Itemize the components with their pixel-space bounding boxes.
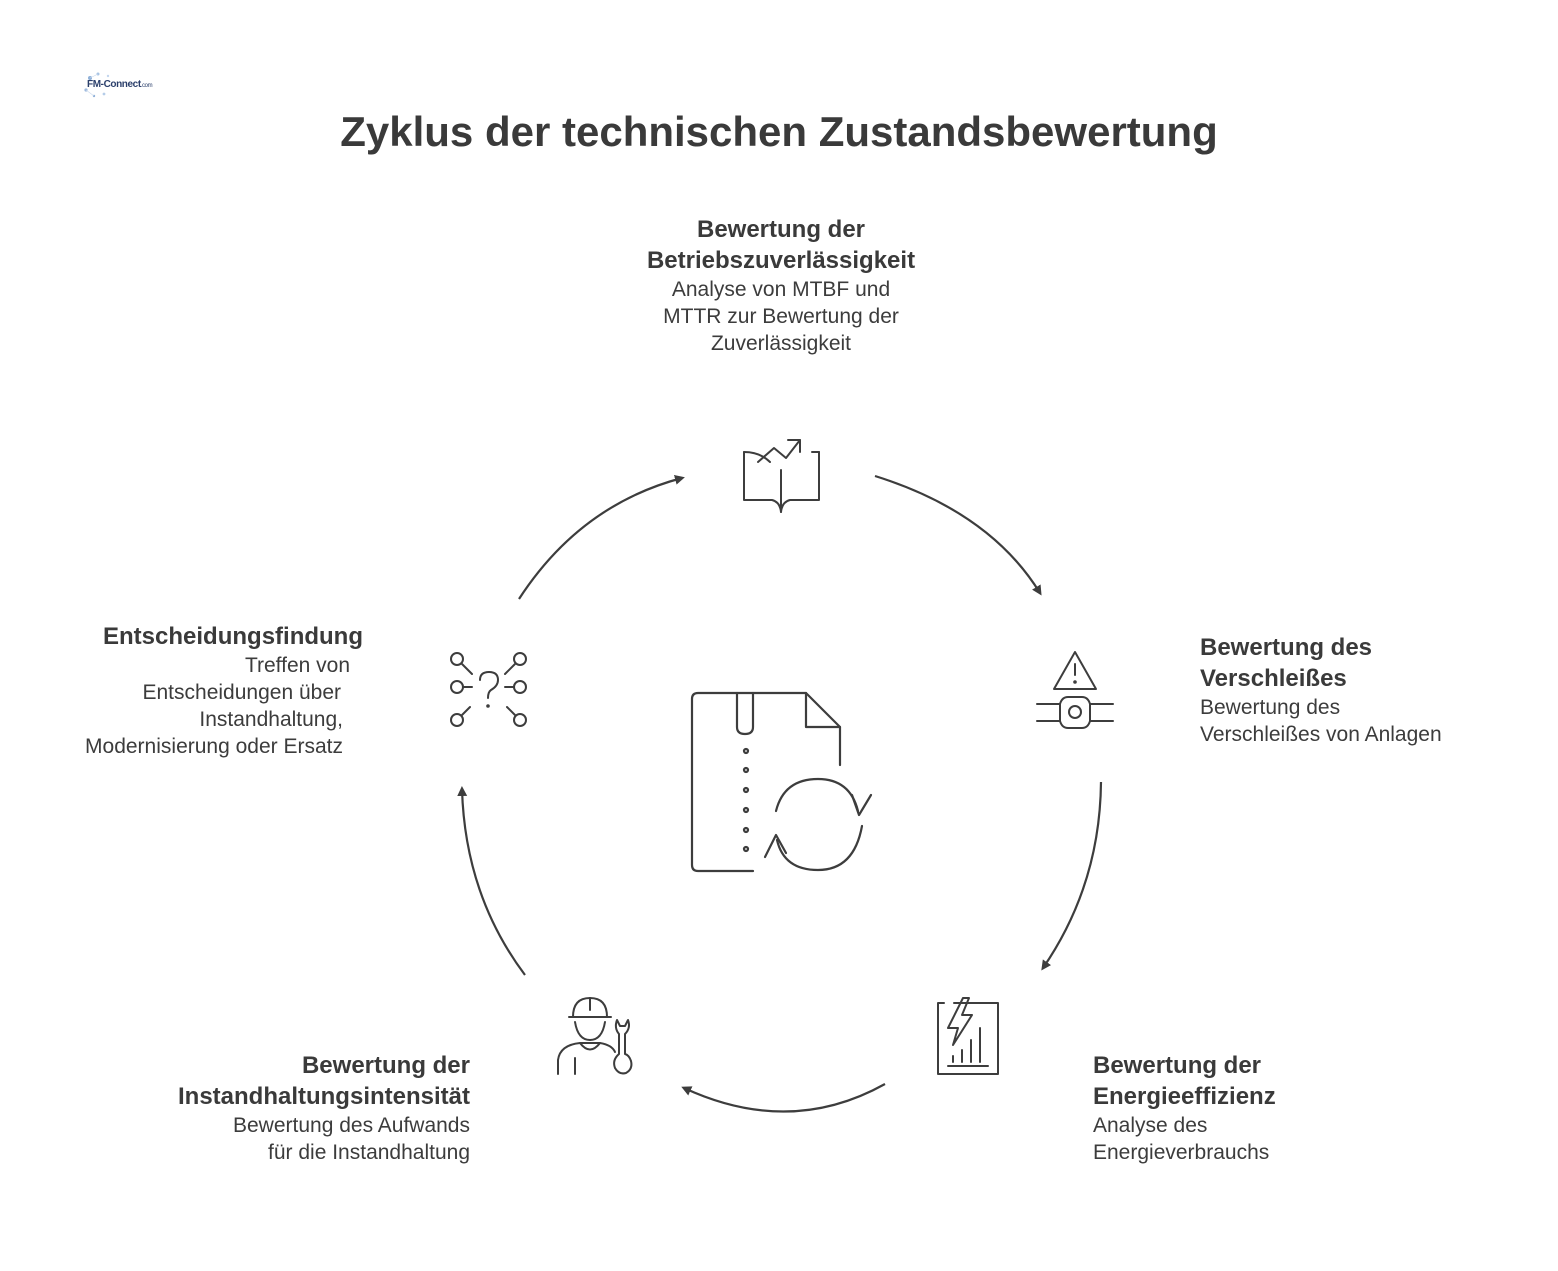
step-heading: Bewertung des (1200, 634, 1373, 661)
step-description: Zuverlässigkeit (710, 332, 852, 355)
energy-report-icon (937, 997, 999, 1075)
step-decision: Entscheidungsfindung Treffen von Entsche… (40, 621, 363, 760)
step-reliability: Bewertung der Betriebszuverlässigkeit An… (600, 214, 962, 357)
step-description: Analyse des (1093, 1114, 1208, 1137)
logo-graphic (84, 72, 110, 98)
step-description: Instandhaltung, (199, 708, 343, 731)
step-maintenance-intensity: Bewertung der Instandhaltungsintensität … (130, 1050, 470, 1166)
step-wear: Bewertung des Verschleißes Bewertung des… (1200, 632, 1520, 748)
step-description: Verschleißes von Anlagen (1200, 723, 1442, 746)
step-description: Bewertung des (1200, 696, 1341, 719)
warning-valve-icon (1036, 651, 1114, 729)
step-heading: Betriebszuverlässigkeit (646, 247, 916, 274)
step-heading: Bewertung der (301, 1052, 470, 1079)
step-description: Entscheidungen über (142, 681, 342, 704)
step-description: für die Instandhaltung (268, 1141, 470, 1164)
book-trend-icon (743, 439, 820, 513)
document-cycle-icon (690, 691, 873, 873)
step-description: Treffen von (244, 654, 350, 677)
step-description: MTTR zur Bewertung der (663, 305, 899, 328)
fm-connect-logo: FM-Connect.com (78, 68, 153, 102)
arrow-left-to-top (518, 474, 685, 600)
arrow-top-to-right (874, 474, 1042, 596)
arrow-bottom-right-to-bottom-left (681, 1083, 886, 1113)
step-heading: Verschleißes (1200, 665, 1347, 692)
worker-wrench-icon (557, 997, 633, 1075)
step-heading: Bewertung der (1093, 1052, 1262, 1079)
logo-text: FM-Connect.com (87, 79, 153, 90)
step-heading: Energieeffizienz (1093, 1083, 1276, 1110)
step-description: Bewertung des Aufwands (233, 1114, 470, 1137)
step-heading: Instandhaltungsintensität (177, 1083, 470, 1110)
arrow-right-to-bottom-right (1041, 781, 1103, 971)
step-energy: Bewertung der Energieeffizienz Analyse d… (1093, 1050, 1393, 1166)
page-title: Zyklus der technischen Zustandsbewertung (340, 108, 1218, 155)
step-description: Modernisierung oder Ersatz (85, 735, 343, 758)
step-description: Analyse von MTBF und (671, 278, 891, 301)
decision-question-icon (450, 652, 527, 727)
step-heading: Bewertung der (696, 216, 866, 243)
step-description: Energieverbrauchs (1093, 1141, 1270, 1164)
cycle-arrows (457, 474, 1103, 1113)
step-heading: Entscheidungsfindung (103, 623, 363, 650)
arrow-bottom-left-to-left (457, 786, 526, 976)
